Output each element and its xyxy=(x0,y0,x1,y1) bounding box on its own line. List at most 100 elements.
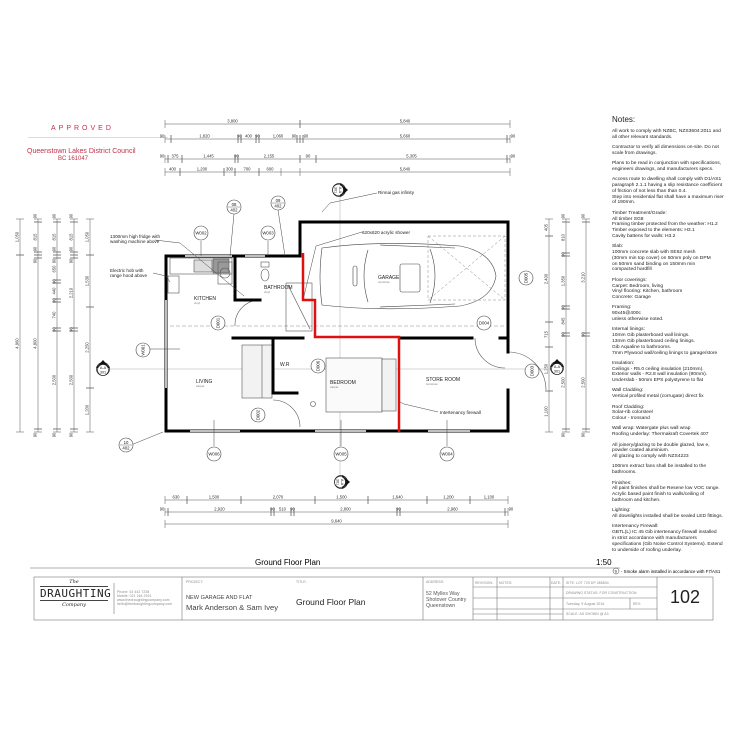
svg-text:A-A: A-A xyxy=(340,479,344,486)
smoke-alarm-icon xyxy=(310,401,316,407)
svg-text:W006: W006 xyxy=(208,452,220,457)
dimension-label: 90 xyxy=(69,246,74,251)
note-gas: Rinnai gas infinity xyxy=(378,190,415,195)
dimension-label: 1,100 xyxy=(484,495,495,500)
dimension-label: 90 xyxy=(69,327,74,332)
svg-text:D003: D003 xyxy=(530,365,535,376)
dimension-label: 90 xyxy=(52,279,57,284)
title-block-frame xyxy=(33,576,714,621)
note-hob-2: range hood above xyxy=(110,273,147,278)
dimension-label: 90 xyxy=(511,134,516,139)
note-line: 7mm Plywood wall/ceiling linings to gara… xyxy=(612,350,718,356)
note-line: 100mm concrete slab with SE62 mesh xyxy=(612,250,696,256)
dimension-label: 2,500 xyxy=(561,377,566,388)
dimension-label: 90 xyxy=(234,154,239,159)
dimension-label: 3,800 xyxy=(227,119,238,124)
note-line: Exterior walls - R2.8 wall insulation (9… xyxy=(612,372,708,378)
dimension-label: 1,200 xyxy=(443,495,454,500)
note-line: Step into residential flat shall have a … xyxy=(612,194,724,200)
note-line: All work to comply with NZBC, NZS3604:20… xyxy=(612,129,721,134)
dimension-label: 2,500 xyxy=(69,374,74,385)
dimension-label: 1,200 xyxy=(197,167,208,172)
dimension-label: 4,800 xyxy=(33,338,38,349)
note-line: Access route to dwelling shall comply wi… xyxy=(612,177,722,183)
dimension-label: 1,050 xyxy=(85,231,90,242)
dimension-label: 90 xyxy=(306,154,311,159)
smoke-symbol: S xyxy=(615,570,618,574)
dimension-label: 90 xyxy=(304,134,309,139)
svg-text:08: 08 xyxy=(232,202,237,207)
dimension-label: 90 xyxy=(33,432,38,437)
dimension-label: 2,155 xyxy=(264,154,275,159)
dimension-label: 510 xyxy=(279,507,287,512)
door-swing-d001 xyxy=(234,299,261,327)
dimension-label: 600 xyxy=(267,167,275,172)
note-line: unless otherwise noted. xyxy=(612,317,664,323)
kitchen-sink xyxy=(193,259,213,273)
note-line: bathroom and kitchen. xyxy=(612,497,661,503)
notes-col-label: NOTES: xyxy=(499,581,513,585)
revision-label: REVISION: xyxy=(475,581,494,585)
note-line: Solar-rib colorsteel xyxy=(612,410,653,416)
svg-text:A-A: A-A xyxy=(100,366,107,370)
note-line: 90x45@400c xyxy=(612,311,641,317)
dimension-label: 630 xyxy=(173,495,181,500)
dimension-label: 90 xyxy=(52,213,57,218)
tag-w005: W005 xyxy=(333,446,349,462)
door-swing-d002 xyxy=(272,399,301,428)
tag-d002: D002 xyxy=(250,407,266,423)
tag-d003: D003 xyxy=(524,363,540,379)
dimension-label: 1,250 xyxy=(544,363,549,374)
intertenancy-firewall xyxy=(301,253,401,432)
note-line: all other relevant standards. xyxy=(612,134,673,140)
dimension-label: 90 xyxy=(237,134,242,139)
svg-text:402: 402 xyxy=(274,203,282,208)
note-line: Roofing underlay: Thermakraft Covertek 4… xyxy=(612,432,709,438)
svg-text:W005: W005 xyxy=(335,452,347,457)
logo-bottom: Company xyxy=(62,602,86,608)
svg-text:402: 402 xyxy=(122,445,130,450)
contact-email: hello@thedraughtingcompany.com xyxy=(117,602,173,606)
svg-text:10: 10 xyxy=(124,440,129,445)
note-line: paragraph 2.1.1 having a slip resistance… xyxy=(612,183,723,189)
site-info: SITE: LOT 729 DP 485834 xyxy=(566,581,609,585)
note-paragraph: Finishes:All paint finishes shall be Res… xyxy=(612,481,750,504)
note-line: 10mm Gib plasterboard wall linings. xyxy=(612,333,690,339)
dimension-label: 2,400 xyxy=(544,273,549,284)
dimension-label: 2,500 xyxy=(52,374,57,385)
dimension-label: 5,840 xyxy=(400,119,411,124)
door-swing-d004 xyxy=(474,337,506,369)
dimension-label: 90 xyxy=(255,134,260,139)
title-label: TITLE: xyxy=(296,580,307,584)
dimension-label: 845 xyxy=(561,317,566,325)
note-line: of 190mm. xyxy=(612,200,636,206)
dimension-lines xyxy=(16,120,590,528)
dimension-label: 90 xyxy=(581,213,586,218)
tag-w003: W003 xyxy=(260,225,276,241)
dimension-label: 1,530 xyxy=(85,275,90,286)
dimension-label: 90 xyxy=(69,258,74,263)
dimension-label: 2,210 xyxy=(69,287,74,298)
dimension-label: 400 xyxy=(169,167,177,172)
dimension-label: 1,350 xyxy=(561,275,566,286)
svg-text:402: 402 xyxy=(230,207,238,212)
room-label-garage: GARAGE xyxy=(378,275,400,281)
shower xyxy=(285,282,313,332)
svg-text:301: 301 xyxy=(336,479,340,485)
dimension-label: 90 xyxy=(160,134,165,139)
project-name: NEW GARAGE AND FLAT xyxy=(186,595,253,601)
room-label-bathroom: BATHROOM xyxy=(264,285,293,291)
svg-text:D001: D001 xyxy=(216,317,221,328)
toilet xyxy=(260,268,270,282)
logo-main: DRAUGHTING xyxy=(40,586,112,601)
room-label-store: STORE ROOM xyxy=(426,377,460,383)
note-line: in strict accordance with manufacturers xyxy=(612,535,697,541)
